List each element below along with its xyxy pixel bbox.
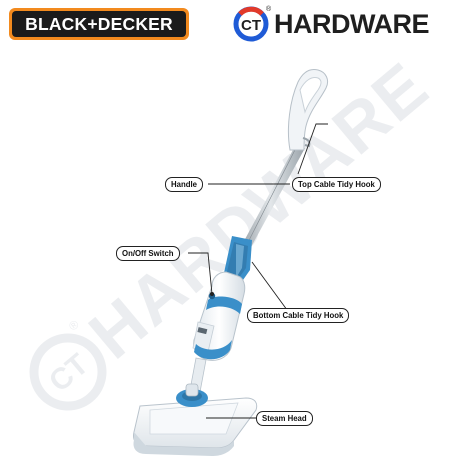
callout-on-off-switch: On/Off Switch: [116, 246, 180, 261]
retailer-logo-word: HARDWARE: [274, 9, 430, 39]
brand-logo-text: BLACK+DECKER: [12, 11, 186, 37]
callout-bottom-cable-tidy-hook: Bottom Cable Tidy Hook: [247, 308, 350, 323]
brand-logo: BLACK+DECKER: [9, 8, 189, 40]
leader-lines: [188, 123, 328, 419]
callout-top-cable-tidy-hook: Top Cable Tidy Hook: [292, 177, 381, 192]
retailer-logo: CT HARDWARE ®: [232, 6, 454, 42]
top-cable-hook: [302, 137, 311, 148]
callout-steam-head: Steam Head: [256, 411, 313, 426]
watermark-badge-icon: [29, 333, 107, 411]
ct-badge-text: CT: [241, 17, 261, 34]
watermark: CT HARDWARE ®: [29, 47, 443, 411]
handle-grip: [287, 69, 329, 151]
retailer-registered-mark: ®: [266, 6, 272, 13]
watermark-word: HARDWARE: [75, 47, 443, 373]
watermark-badge-text: CT: [43, 348, 95, 399]
ct-badge-icon: CT: [233, 6, 269, 42]
callout-handle: Handle: [165, 177, 203, 192]
steam-head: [133, 383, 258, 456]
